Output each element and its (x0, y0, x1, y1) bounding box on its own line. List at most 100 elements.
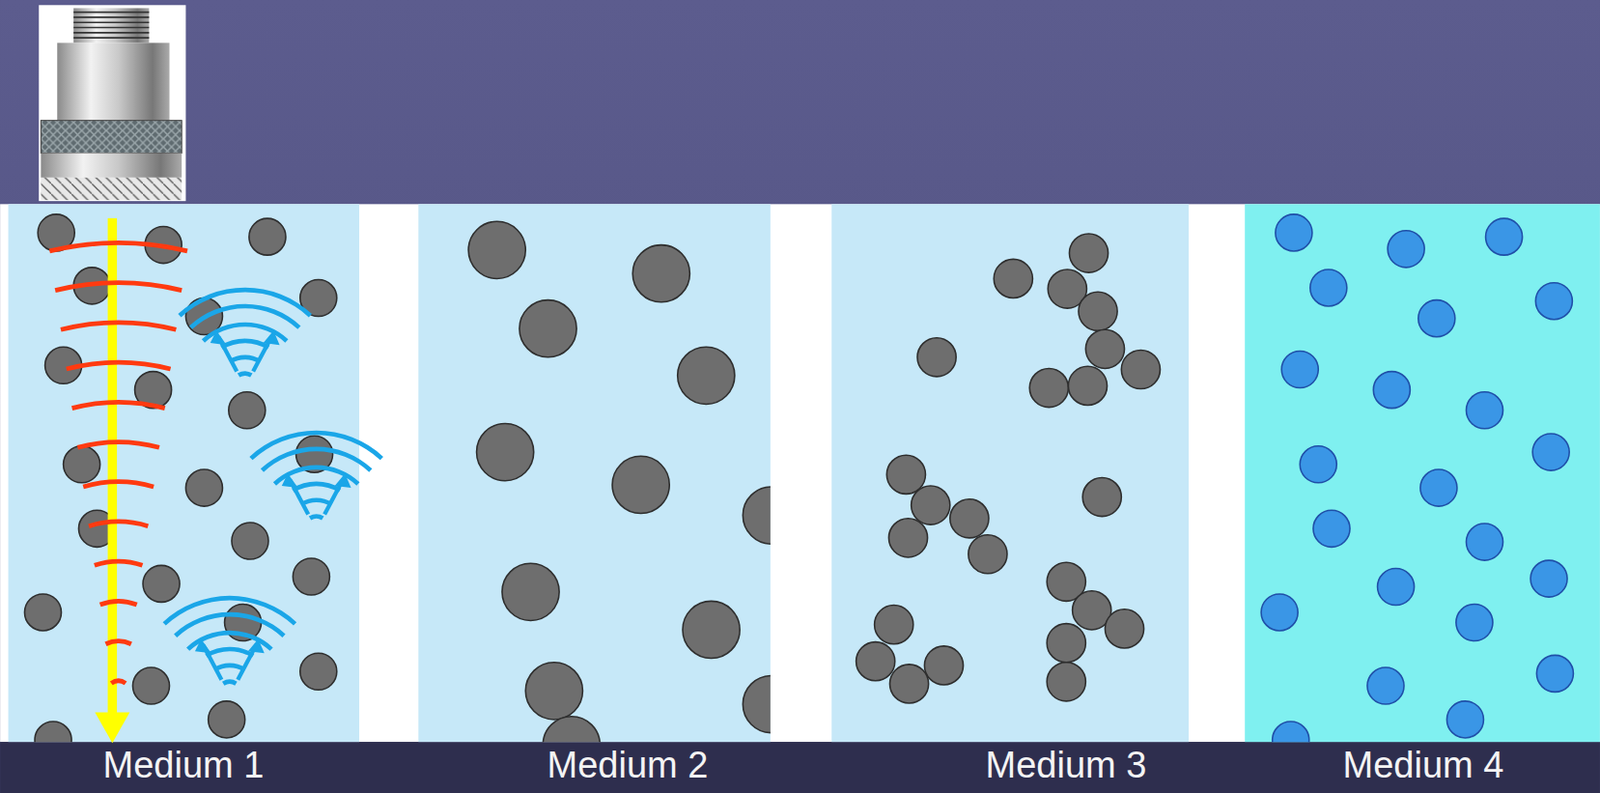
incident-wavefront (77, 442, 160, 449)
particle (1465, 392, 1503, 429)
particle (1465, 523, 1503, 561)
medium-label: Medium 1 (103, 743, 265, 786)
particles (24, 214, 1573, 774)
particle (132, 667, 169, 704)
threads (73, 12, 149, 38)
medium-panel (831, 203, 1189, 742)
particle (1418, 300, 1456, 337)
particle (1067, 365, 1107, 405)
particle (228, 392, 266, 429)
medium-label: Medium 3 (985, 743, 1148, 786)
particle (1313, 509, 1350, 547)
incident-wavefront (60, 322, 176, 330)
incident-wavefront (100, 600, 138, 605)
particle (1530, 560, 1568, 597)
incident-wavefront (83, 481, 154, 487)
thread-line (73, 31, 149, 34)
particle (856, 642, 896, 681)
scatter-arc (249, 430, 384, 461)
particle (1310, 269, 1348, 307)
incident-wavefront (72, 401, 166, 408)
incident-wavefront (105, 641, 131, 645)
thread-line (73, 16, 149, 19)
incident-wavefront (49, 242, 188, 251)
particle (1068, 233, 1108, 273)
particle (502, 562, 560, 620)
particle (63, 446, 101, 483)
incident-wavefront (66, 362, 171, 369)
label-strip (0, 741, 1600, 793)
particle (1367, 667, 1404, 704)
scatter-arrowhead (281, 473, 299, 488)
medium-panel (1244, 203, 1600, 742)
particle-group (856, 233, 1161, 703)
particle (1377, 568, 1415, 606)
particle (477, 423, 534, 481)
medium-panel (418, 203, 771, 742)
particle (1535, 282, 1572, 320)
particle (468, 221, 526, 279)
particle (1029, 367, 1068, 407)
particle (612, 455, 670, 513)
medium-label: Medium 4 (1343, 743, 1505, 786)
particle (1446, 701, 1484, 738)
transducer (38, 4, 186, 201)
beam-arrowhead (94, 712, 130, 744)
particle (1387, 230, 1425, 268)
particle (1420, 469, 1458, 506)
particle (142, 564, 180, 602)
thread-line (73, 36, 149, 39)
particle (742, 674, 771, 732)
particle-group (1261, 214, 1573, 742)
particle (525, 662, 583, 720)
particle-group (468, 221, 771, 742)
particle (968, 534, 1008, 574)
particle (1046, 623, 1086, 663)
particle (886, 454, 926, 494)
particle (1373, 371, 1410, 409)
transducer-connector (73, 7, 149, 43)
particle (1532, 433, 1570, 471)
scatter-arc (308, 513, 325, 520)
particle (292, 558, 330, 595)
particle (632, 245, 690, 303)
incident-wavefront (88, 521, 148, 527)
particle (1085, 329, 1124, 368)
waves (49, 218, 384, 743)
particle (519, 300, 577, 358)
particle (1261, 593, 1298, 631)
scatter-arrowhead (210, 330, 227, 345)
particle (1078, 291, 1118, 331)
particle (1281, 350, 1319, 388)
particle (682, 600, 740, 658)
thread-line (73, 11, 149, 14)
scatter-arrowhead (263, 330, 281, 345)
particle (249, 218, 286, 255)
scatter-arc (189, 304, 302, 330)
particle (888, 518, 927, 558)
scatter-arrowhead (335, 473, 352, 488)
particle (1486, 218, 1523, 255)
scatter-arc (204, 646, 254, 658)
thread-line (73, 21, 149, 24)
particle (993, 258, 1033, 298)
particle (1046, 662, 1086, 702)
particle (231, 522, 269, 560)
scattered-wave (177, 287, 312, 378)
scatter-arc (220, 338, 270, 350)
particle-group (24, 214, 337, 742)
particle (924, 645, 963, 685)
particle (677, 346, 735, 404)
particle (889, 664, 928, 703)
medium-label: Medium 2 (547, 743, 709, 786)
particle (1536, 654, 1573, 692)
particle (1272, 721, 1310, 742)
medium-panel (8, 203, 360, 742)
particle (1121, 349, 1160, 389)
incident-wavefront (111, 680, 126, 684)
particle (1275, 214, 1313, 252)
scattered-wave (163, 595, 298, 686)
